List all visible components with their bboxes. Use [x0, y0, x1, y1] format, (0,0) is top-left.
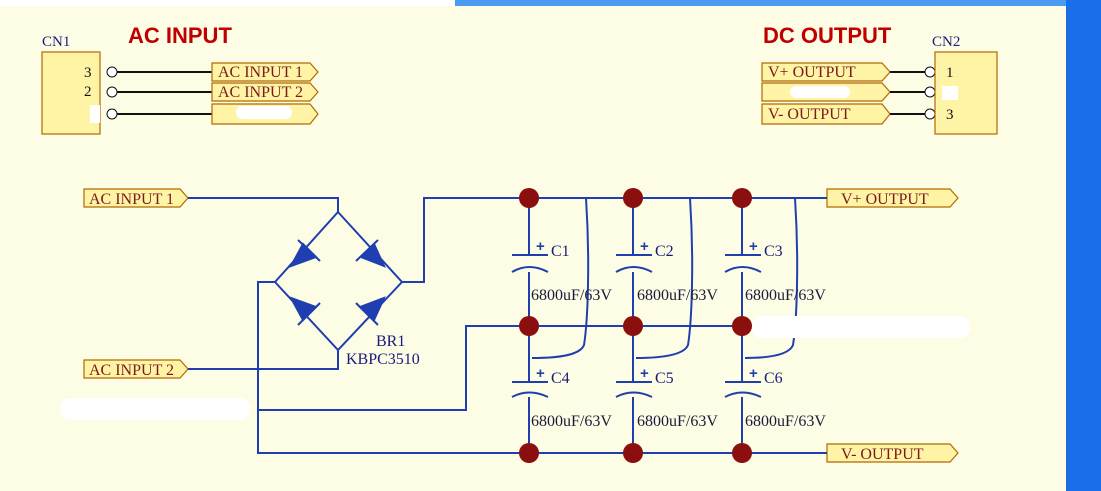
wire-ac1	[188, 197, 339, 212]
polarity-plus-icon: +	[536, 238, 545, 255]
capacitor-plate	[724, 266, 762, 273]
cn2-pin-circle	[924, 108, 936, 120]
right-window-strip	[1066, 0, 1101, 491]
junction-dot	[732, 188, 752, 208]
top-accent-bar	[455, 0, 1066, 6]
polarity-plus-icon: +	[640, 238, 649, 255]
port-cn1-ac-input-2	[211, 82, 319, 102]
wire-center-rail	[258, 325, 742, 411]
ac-input-header: AC INPUT	[128, 23, 232, 48]
c2-value: 6800uF/63V	[637, 287, 718, 304]
c5-ref: C5	[655, 370, 674, 387]
c6-value: 6800uF/63V	[745, 413, 826, 430]
junction-dot	[623, 316, 643, 336]
junction-dot	[623, 443, 643, 463]
bridge-ref: BR1	[376, 333, 405, 350]
c2-ref: C2	[655, 243, 674, 260]
junction-dot	[732, 316, 752, 336]
c5-value: 6800uF/63V	[637, 413, 718, 430]
cn2-pin-circle	[924, 86, 936, 98]
port-cn1-ac-input-2-label: AC INPUT 2	[218, 84, 303, 101]
capacitor-plate	[511, 391, 549, 398]
whiteout-mark	[60, 398, 250, 420]
polarity-plus-icon: +	[640, 365, 649, 382]
cn1-pin-3: 3	[84, 65, 92, 81]
whiteout-mark	[752, 316, 970, 338]
diode-icon	[288, 296, 318, 322]
port-ac-input-1-label: AC INPUT 1	[89, 191, 174, 208]
capacitor-plate	[615, 391, 653, 398]
dc-output-header: DC OUTPUT	[763, 23, 892, 48]
wire-positive-rail	[402, 197, 827, 283]
port-ac-input-1	[83, 188, 189, 208]
cn1-pin-circle	[106, 108, 118, 120]
capacitor-plate	[724, 391, 762, 398]
whiteout-mark	[790, 86, 850, 98]
diode-bar	[355, 239, 379, 262]
diode-icon	[288, 242, 318, 268]
wire-negative-rail	[257, 281, 827, 454]
whiteout-mark	[942, 86, 958, 100]
cn1-ref: CN1	[42, 34, 70, 50]
whiteout-mark	[90, 105, 100, 123]
port-cn2-vplus-label: V+ OUTPUT	[768, 64, 856, 81]
c3-ref: C3	[764, 243, 783, 260]
cn1-pin-2: 2	[84, 84, 92, 100]
c3-value: 6800uF/63V	[745, 287, 826, 304]
port-cn2-vminus	[761, 103, 891, 125]
port-vplus-output	[826, 188, 959, 208]
cn2-pin-circle	[924, 66, 936, 78]
cn2-pin-1: 1	[946, 65, 954, 81]
junction-dot	[732, 443, 752, 463]
cn1-pin-circle	[106, 66, 118, 78]
junction-dot	[519, 443, 539, 463]
diode-bar	[297, 239, 321, 262]
polarity-plus-icon: +	[749, 365, 758, 382]
port-cn1-ac-input-1-label: AC INPUT 1	[218, 64, 303, 81]
c6-ref: C6	[764, 370, 783, 387]
c4-ref: C4	[551, 370, 570, 387]
port-cn2-vminus-label: V- OUTPUT	[768, 106, 851, 123]
junction-dot	[519, 188, 539, 208]
port-cn1-ac-input-1	[211, 62, 319, 82]
cn1-pin-circle	[106, 86, 118, 98]
junction-dot	[519, 316, 539, 336]
port-cn2-vplus	[761, 62, 891, 82]
port-ac-input-2-label: AC INPUT 2	[89, 362, 174, 379]
polarity-plus-icon: +	[536, 365, 545, 382]
polarity-plus-icon: +	[749, 238, 758, 255]
c1-ref: C1	[551, 243, 570, 260]
jumper-wire	[635, 197, 694, 359]
diode-bar	[355, 302, 379, 326]
capacitor-plate	[615, 266, 653, 273]
wire-ac2	[188, 350, 339, 370]
diode-icon	[358, 296, 386, 322]
port-ac-input-2	[83, 359, 189, 379]
c4-value: 6800uF/63V	[531, 413, 612, 430]
bridge-part: KBPC3510	[346, 351, 420, 368]
jumper-wire	[531, 197, 590, 359]
top-margin	[0, 0, 455, 6]
c1-value: 6800uF/63V	[531, 287, 612, 304]
diode-bar	[297, 302, 321, 326]
bridge-rectifier	[273, 210, 404, 352]
port-vminus-label: V- OUTPUT	[841, 446, 924, 463]
cn2-ref: CN2	[932, 34, 960, 50]
junction-dot	[623, 188, 643, 208]
whiteout-mark	[236, 106, 292, 119]
schematic-diagram: CN1 AC INPUT 3 2 AC INPUT 1 AC INPUT 2 D…	[41, 23, 998, 463]
diode-icon	[359, 242, 386, 268]
port-vminus-output	[826, 443, 959, 463]
cn2-pin-3: 3	[946, 107, 954, 123]
capacitor-plate	[511, 266, 549, 273]
bridge-outline	[273, 210, 404, 352]
port-vplus-label: V+ OUTPUT	[841, 191, 929, 208]
